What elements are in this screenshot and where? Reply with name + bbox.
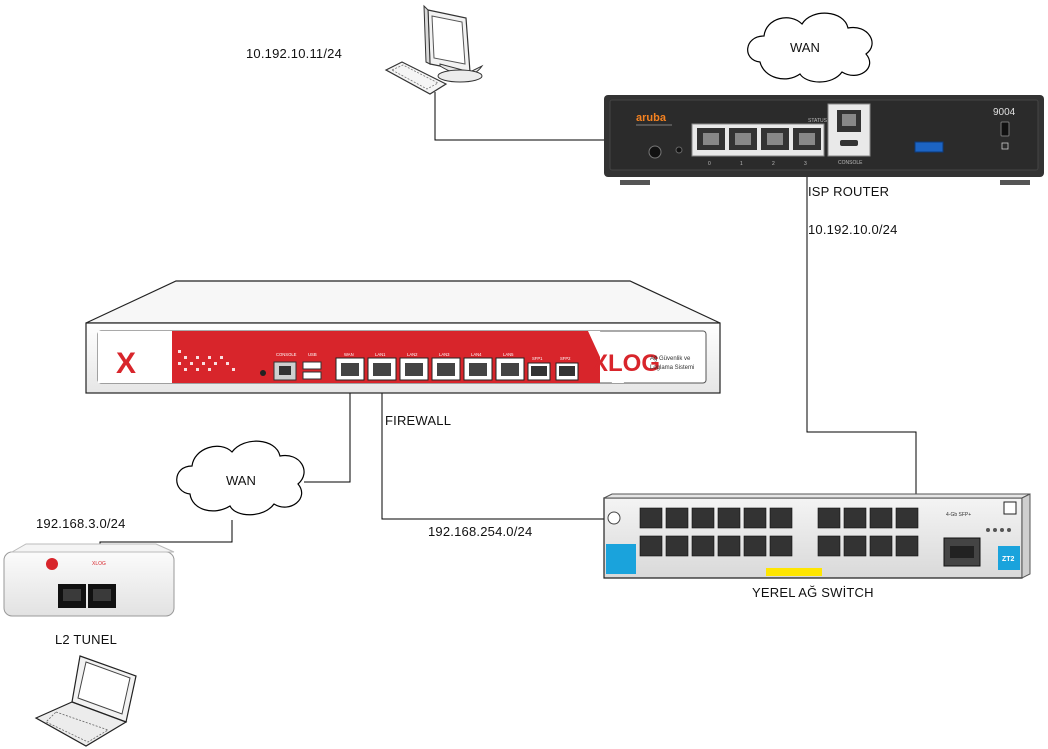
l2-ethernet-ports (58, 584, 116, 608)
router-model-label: 9004 (993, 107, 1016, 118)
firewall-tagline-2: Loglama Sistemi (650, 365, 694, 371)
l2-tunnel-device: XLOG (3, 543, 175, 617)
firewall-label: FIREWALL (385, 413, 452, 428)
fw-port-lan4: LAN4 (471, 352, 482, 357)
switch-ports-left (639, 507, 793, 557)
l2-brand-logo: XLOG (92, 561, 106, 567)
router-port-0: 0 (708, 161, 711, 167)
firewall-tagline-1: Ağ Güvenlik ve (650, 356, 691, 362)
wan-cloud-top (747, 12, 873, 83)
firewall-usb-port-2 (302, 371, 322, 380)
fw-port-usb: USB (308, 352, 317, 357)
firewall-sfp-ports (527, 362, 579, 381)
firewall-usb-port-1 (302, 361, 322, 370)
switch-sfp-label: 4-Gb SFP+ (946, 512, 971, 518)
link-firewall-switch (381, 380, 640, 520)
switch-ports-right (817, 507, 919, 557)
l2-tunnel-label: L2 TUNEL (55, 632, 118, 647)
desktop-pc-icon (384, 4, 484, 95)
wan-left-label: WAN (226, 473, 256, 488)
fw-port-console: CONSOLE (276, 352, 297, 357)
lan-subnet-label: 192.168.254.0/24 (428, 524, 533, 539)
fw-port-sfp2: SFP2 (560, 356, 571, 361)
lan-switch-device: 4-Gb SFP+ ZT2 (603, 493, 1031, 579)
router-brand-logo: aruba (636, 112, 667, 124)
shield-icon (46, 558, 58, 570)
isp-router-label: ISP ROUTER (808, 184, 890, 199)
isp-router-device: aruba 0 1 2 3 STATUS (604, 95, 1044, 185)
link-router-switch (806, 150, 917, 508)
fw-port-lan1: LAN1 (375, 352, 386, 357)
link-firewall-wan (304, 380, 351, 483)
laptop-icon (34, 655, 137, 747)
wan-top-label: WAN (790, 40, 820, 55)
router-status-label: STATUS (808, 118, 828, 124)
router-console-label: CONSOLE (838, 160, 863, 166)
l2-subnet-label: 192.168.3.0/24 (36, 516, 126, 531)
router-port-2: 2 (772, 161, 775, 167)
firewall-brand-logo: XLOG (592, 350, 660, 377)
pc-ip-label: 10.192.10.11/24 (246, 46, 343, 61)
fw-port-lan2: LAN2 (407, 352, 418, 357)
switch-badge: ZT2 (1002, 556, 1015, 563)
router-usb-port (914, 141, 944, 153)
fw-port-lan3: LAN3 (439, 352, 450, 357)
router-port-1: 1 (740, 161, 743, 167)
fw-port-sfp1: SFP1 (532, 356, 543, 361)
router-ethernet-ports (691, 123, 825, 157)
switch-screw-icon (607, 511, 621, 525)
lock-icon (1001, 142, 1009, 150)
router-console-port (827, 103, 871, 157)
fw-port-lan5: LAN5 (503, 352, 514, 357)
qr-code-icon (1003, 501, 1017, 515)
firewall-reset-button (260, 370, 266, 376)
wan-cloud-left (176, 440, 305, 516)
switch-label: YEREL AĞ SWİTCH (752, 585, 874, 600)
router-port-3: 3 (804, 161, 807, 167)
router-power-jack (648, 145, 662, 159)
isp-subnet-label: 10.192.10.0/24 (808, 222, 898, 237)
firewall-pixel-pattern (178, 350, 235, 371)
firewall-logo-letter: X (116, 347, 136, 380)
firewall-ethernet-ports (335, 357, 525, 381)
firewall-device: X (85, 280, 721, 394)
fw-port-wan: WAN (344, 352, 354, 357)
